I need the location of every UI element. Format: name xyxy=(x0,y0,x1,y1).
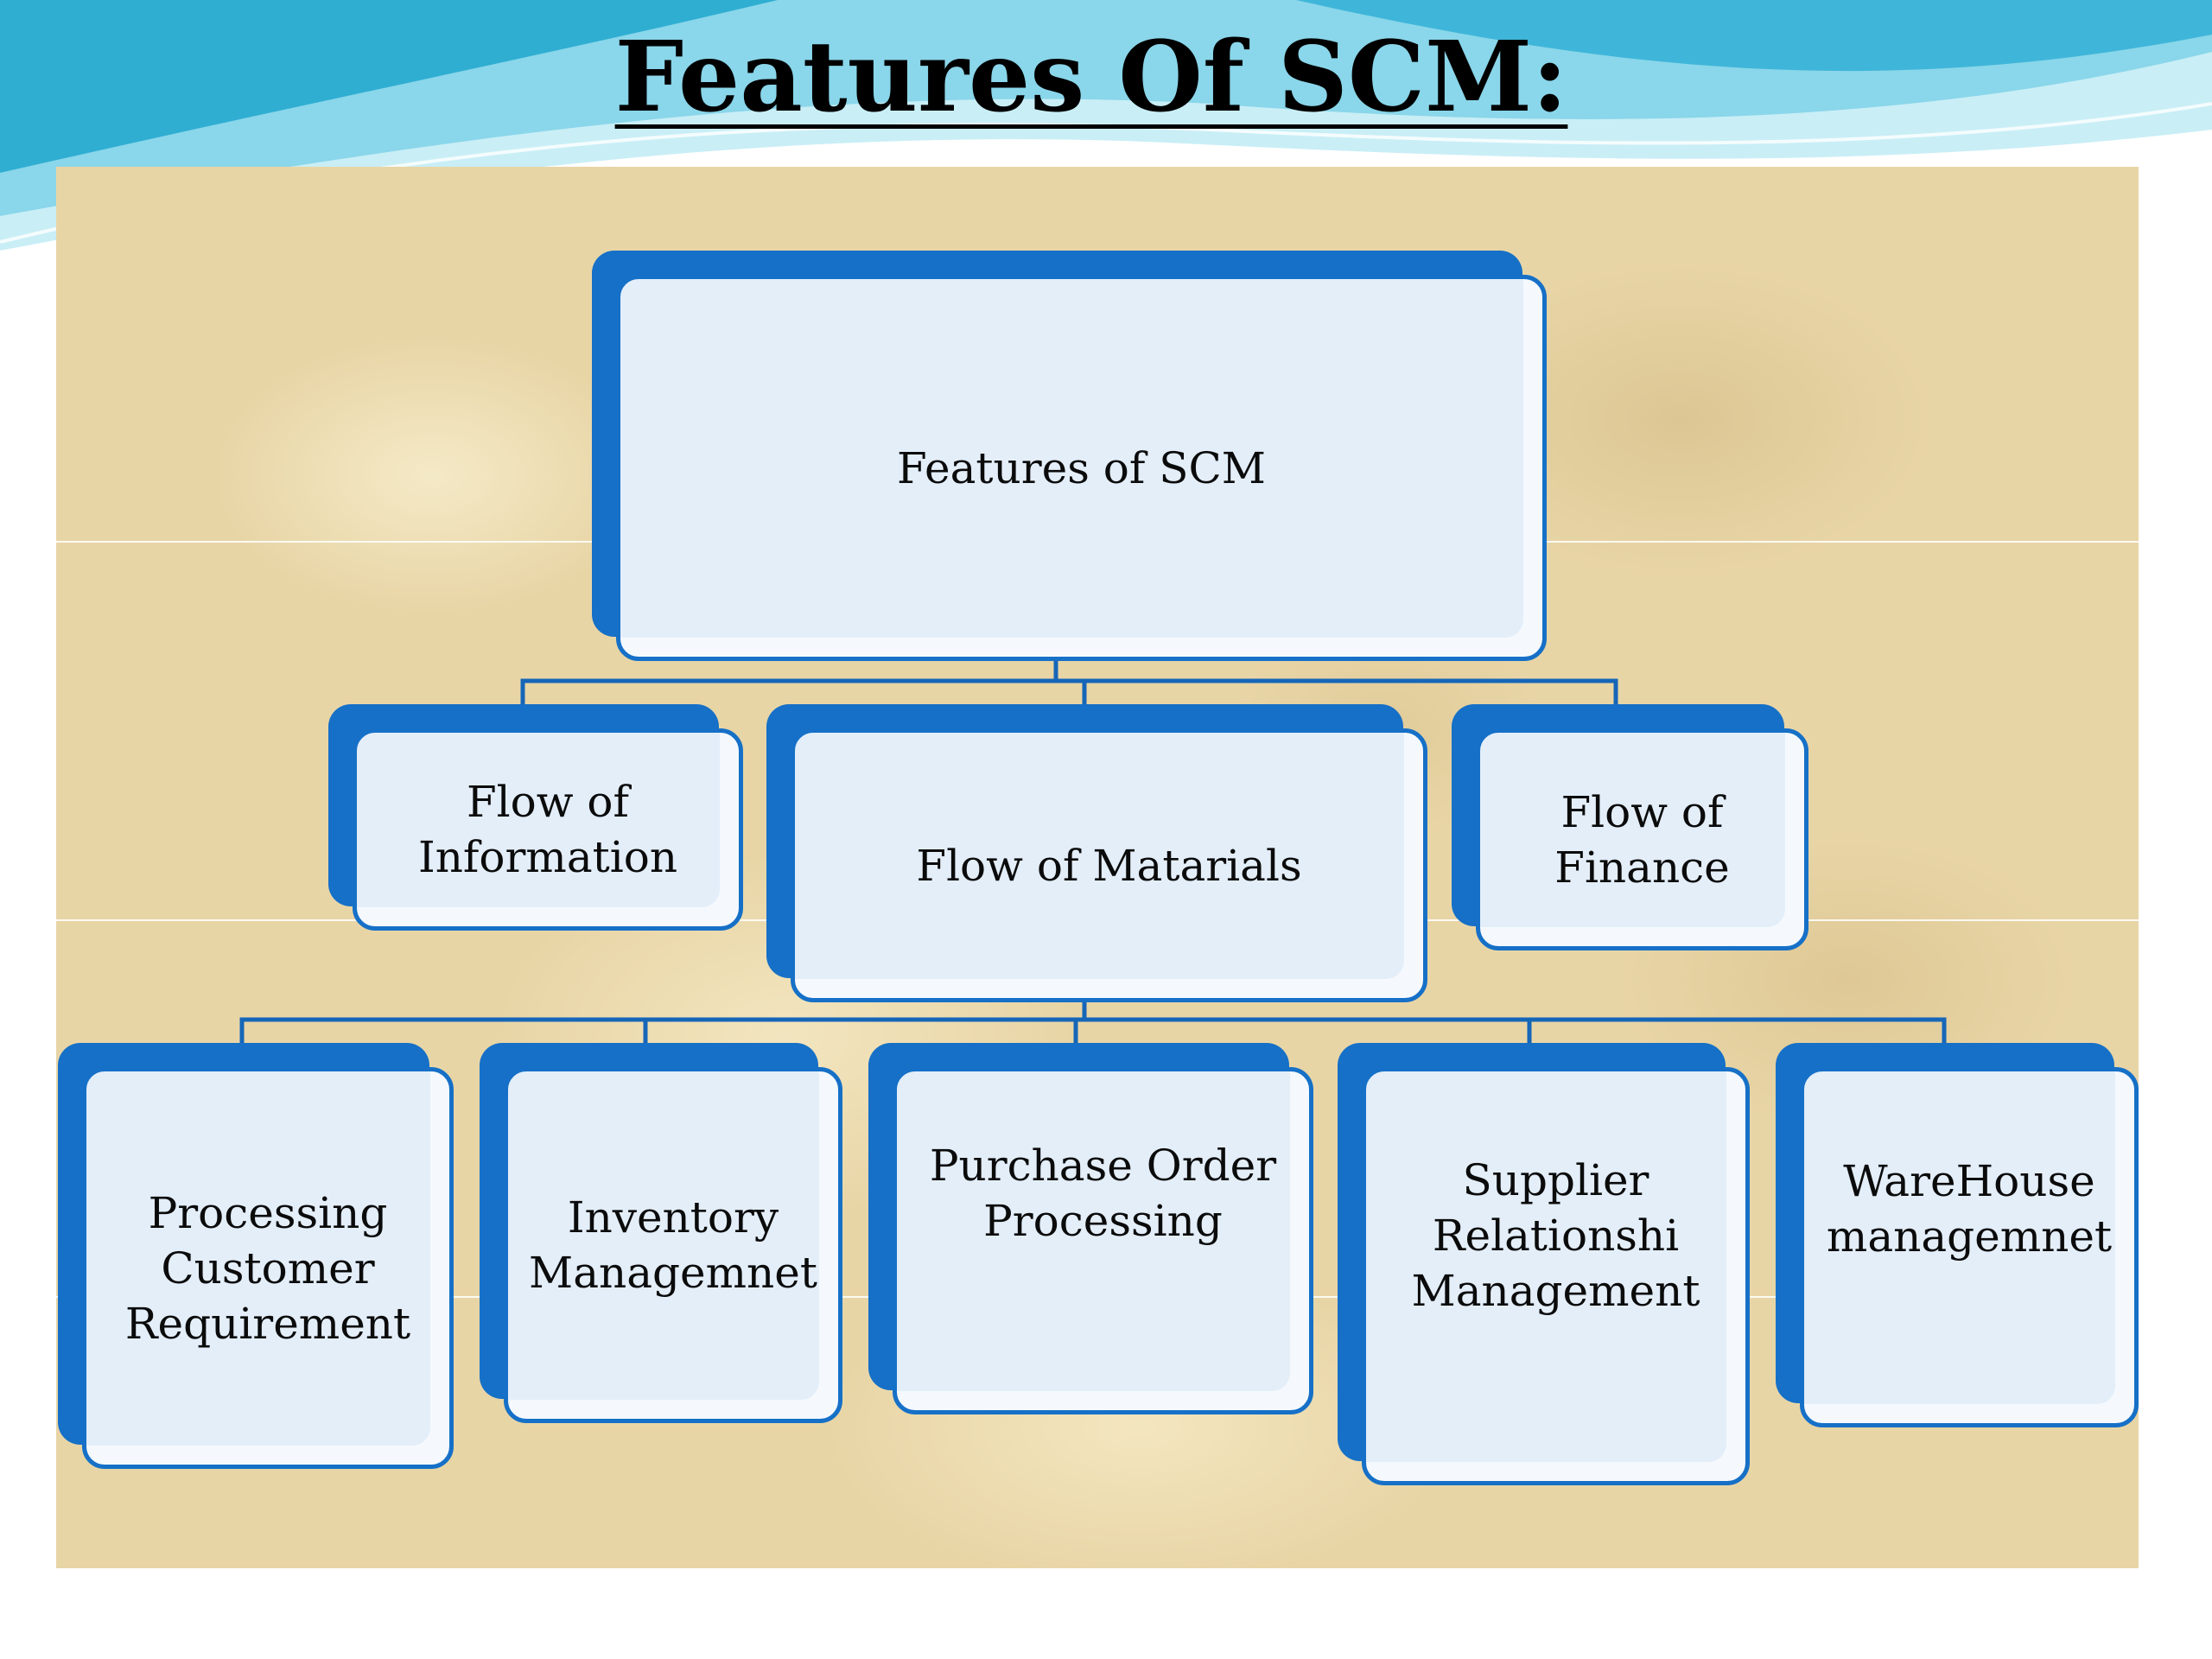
node-label: WareHouse managemnet xyxy=(1827,1154,2112,1264)
wave-highlight-line xyxy=(0,102,2212,244)
node-label-line: Flow of xyxy=(1560,786,1724,837)
node-label-line: Finance xyxy=(1554,842,1730,893)
node-label-line: Flow of Matarials xyxy=(916,840,1302,891)
node-flow-of-finance: Flow of Finance xyxy=(1452,704,1808,950)
node-label: Flow of Information xyxy=(418,774,677,885)
node-warehouse-management: WareHouse managemnet xyxy=(1776,1043,2139,1427)
node-label-line: Supplier xyxy=(1462,1154,1649,1205)
node-label: Flow of Finance xyxy=(1554,785,1730,895)
node-label-line: Purchase Order xyxy=(929,1141,1277,1191)
node-face: Features of SCM xyxy=(616,275,1547,661)
node-face: WareHouse managemnet xyxy=(1800,1067,2139,1427)
node-face: Flow of Finance xyxy=(1476,728,1808,950)
node-face: Purchase Order Processing xyxy=(893,1067,1313,1414)
node-label-line: Customer xyxy=(161,1243,375,1294)
node-label-line: Flow of xyxy=(466,777,630,827)
node-label-line: Information xyxy=(417,832,678,882)
node-label-line: Requirement xyxy=(124,1298,411,1349)
node-label-line: Relationshi xyxy=(1432,1210,1680,1261)
node-inventory-management: Inventory Managemnet xyxy=(480,1043,842,1423)
node-label: Inventory Managemnet xyxy=(529,1190,817,1300)
node-purchase-order-processing: Purchase Order Processing xyxy=(868,1043,1313,1414)
node-label: Flow of Matarials xyxy=(916,838,1301,893)
node-label-line: Processing xyxy=(148,1187,388,1238)
node-flow-of-information: Flow of Information xyxy=(328,704,743,931)
slide-title: Features Of SCM: xyxy=(614,21,1568,134)
node-label: Supplier Relationshi Management xyxy=(1412,1153,1700,1319)
wave-dark-band xyxy=(0,0,778,173)
node-processing-customer-requirement: Processing Customer Requirement xyxy=(58,1043,454,1469)
wave-right-swoosh xyxy=(1296,0,2212,72)
node-label: Purchase Order Processing xyxy=(930,1138,1276,1249)
node-face: Supplier Relationshi Management xyxy=(1362,1067,1750,1485)
node-label-line: Inventory xyxy=(567,1192,779,1243)
node-face: Processing Customer Requirement xyxy=(82,1067,454,1469)
node-features-of-scm: Features of SCM xyxy=(592,251,1547,661)
node-label-line: managemnet xyxy=(1826,1211,2113,1262)
node-label-line: Processing xyxy=(983,1196,1223,1246)
node-label-line: Management xyxy=(1411,1265,1700,1316)
node-flow-of-materials: Flow of Matarials xyxy=(766,704,1427,1002)
header-wave-decoration xyxy=(0,0,2212,251)
node-label-line: WareHouse xyxy=(1843,1155,2095,1206)
node-label: Features of SCM xyxy=(897,442,1266,493)
node-label-line: Managemnet xyxy=(529,1248,817,1298)
node-label: Processing Customer Requirement xyxy=(125,1185,410,1351)
node-supplier-relationship-management: Supplier Relationshi Management xyxy=(1338,1043,1750,1485)
node-face: Flow of Information xyxy=(353,728,743,931)
node-face: Flow of Matarials xyxy=(791,728,1427,1002)
node-face: Inventory Managemnet xyxy=(504,1067,842,1423)
